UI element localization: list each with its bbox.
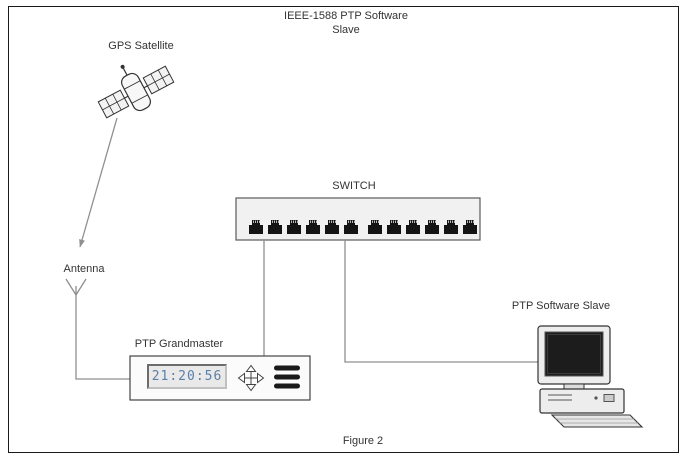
ptp-software-slave-label: PTP Software Slave xyxy=(511,300,611,312)
diagram-title: IEEE-1588 PTP Software Slave xyxy=(284,9,408,38)
switch-label: SWITCH xyxy=(332,180,376,192)
antenna-icon xyxy=(65,278,87,297)
gps-satellite-icon xyxy=(97,64,175,119)
gps-satellite-label: GPS Satellite xyxy=(108,40,174,52)
diagram-title-line2: Slave xyxy=(332,24,360,37)
desktop-computer-icon xyxy=(537,325,644,428)
antenna-label: Antenna xyxy=(63,263,105,275)
antenna-to-grandmaster-line xyxy=(75,295,130,380)
diagram-title-line1: IEEE-1588 PTP Software xyxy=(284,10,408,22)
menu-bars-icon xyxy=(274,365,300,389)
switch-to-slave-line xyxy=(344,240,538,363)
clock-display: 21:20:56 xyxy=(147,364,227,389)
ptp-grandmaster-label: PTP Grandmaster xyxy=(134,338,224,350)
figure-caption: Figure 2 xyxy=(342,435,384,447)
down-arrow-icon xyxy=(79,117,118,248)
diagram-border xyxy=(8,6,679,453)
move-cross-icon xyxy=(237,364,265,392)
